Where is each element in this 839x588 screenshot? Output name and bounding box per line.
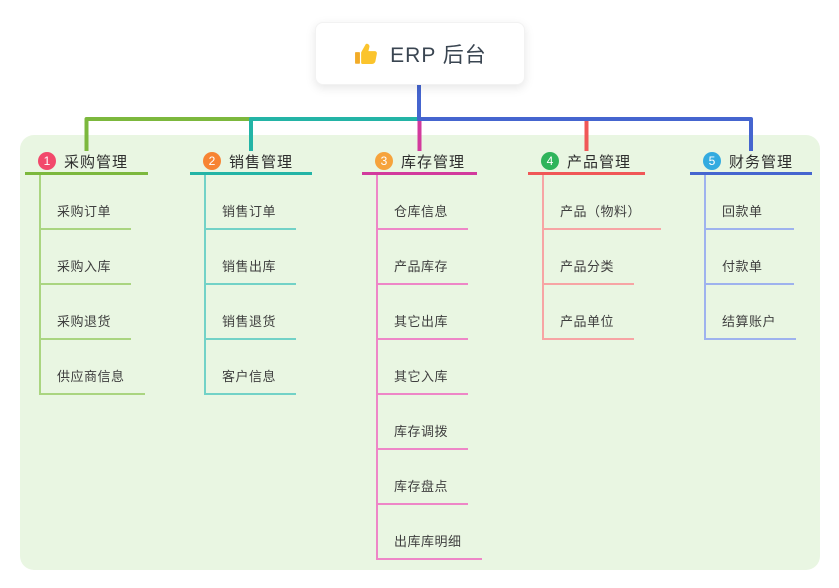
child-node[interactable]: 销售出库 [206, 230, 297, 285]
child-node-label: 结算账户 [722, 314, 777, 329]
child-node[interactable]: 回款单 [706, 175, 794, 230]
child-node-label: 销售退货 [222, 314, 277, 329]
child-node-label: 产品单位 [560, 314, 615, 329]
child-node[interactable]: 其它入库 [378, 340, 469, 395]
branch-node[interactable]: 2 销售管理 [190, 150, 312, 175]
branch-label: 财务管理 [729, 153, 794, 171]
child-node[interactable]: 仓库信息 [378, 175, 469, 230]
child-node-label: 销售订单 [222, 204, 277, 219]
child-node[interactable]: 销售订单 [206, 175, 297, 230]
child-node-label: 库存盘点 [394, 479, 449, 494]
branch-label: 采购管理 [64, 153, 129, 171]
child-node-label: 采购入库 [57, 259, 112, 274]
child-node-label: 采购退货 [57, 314, 112, 329]
child-node-label: 产品库存 [394, 259, 449, 274]
branch-number-badge: 1 [38, 152, 56, 170]
branch-4: 4 产品管理 产品（物料） 产品分类 产品单位 [528, 150, 662, 340]
branch-label: 库存管理 [401, 153, 466, 171]
branch-3: 3 库存管理 仓库信息 产品库存 其它出库 其它入库 库存调拨 库存盘点 出库库… [362, 150, 482, 560]
child-node[interactable]: 采购入库 [41, 230, 132, 285]
branch-children: 仓库信息 产品库存 其它出库 其它入库 库存调拨 库存盘点 出库库明细 [376, 175, 482, 560]
child-node-label: 其它入库 [394, 369, 449, 384]
branch-number-badge: 3 [375, 152, 393, 170]
branch-node[interactable]: 5 财务管理 [690, 150, 812, 175]
branch-5: 5 财务管理 回款单 付款单 结算账户 [690, 150, 812, 340]
branch-node[interactable]: 4 产品管理 [528, 150, 645, 175]
child-node[interactable]: 销售退货 [206, 285, 297, 340]
child-node-label: 产品（物料） [560, 204, 642, 219]
child-node-label: 其它出库 [394, 314, 449, 329]
branch-1: 1 采购管理 采购订单 采购入库 采购退货 供应商信息 [25, 150, 148, 395]
child-node[interactable]: 产品（物料） [544, 175, 662, 230]
child-node[interactable]: 产品单位 [544, 285, 635, 340]
child-node[interactable]: 出库库明细 [378, 505, 482, 560]
child-node-label: 出库库明细 [394, 534, 462, 549]
child-node-label: 采购订单 [57, 204, 112, 219]
branch-children: 产品（物料） 产品分类 产品单位 [542, 175, 662, 340]
child-node[interactable]: 结算账户 [706, 285, 797, 340]
branch-number-badge: 2 [203, 152, 221, 170]
child-node-label: 仓库信息 [394, 204, 449, 219]
root-node-label: ERP 后台 [390, 43, 487, 67]
child-node-label: 产品分类 [560, 259, 615, 274]
child-node-label: 付款单 [722, 259, 763, 274]
child-node-label: 供应商信息 [57, 369, 125, 384]
branch-children: 销售订单 销售出库 销售退货 客户信息 [204, 175, 312, 395]
child-node[interactable]: 产品库存 [378, 230, 469, 285]
child-node[interactable]: 库存盘点 [378, 450, 469, 505]
thumbs-up-icon [355, 43, 378, 64]
branch-children: 回款单 付款单 结算账户 [704, 175, 812, 340]
branch-label: 产品管理 [567, 153, 632, 171]
child-node-label: 销售出库 [222, 259, 277, 274]
branch-number-badge: 4 [541, 152, 559, 170]
branch-children: 采购订单 采购入库 采购退货 供应商信息 [39, 175, 148, 395]
child-node[interactable]: 采购订单 [41, 175, 132, 230]
branch-node[interactable]: 3 库存管理 [362, 150, 477, 175]
child-node[interactable]: 供应商信息 [41, 340, 145, 395]
child-node[interactable]: 客户信息 [206, 340, 297, 395]
branch-number-badge: 5 [703, 152, 721, 170]
branch-2: 2 销售管理 销售订单 销售出库 销售退货 客户信息 [190, 150, 312, 395]
child-node[interactable]: 库存调拨 [378, 395, 469, 450]
child-node-label: 回款单 [722, 204, 763, 219]
child-node[interactable]: 付款单 [706, 230, 794, 285]
child-node[interactable]: 产品分类 [544, 230, 635, 285]
child-node-label: 客户信息 [222, 369, 277, 384]
child-node-label: 库存调拨 [394, 424, 449, 439]
branch-node[interactable]: 1 采购管理 [25, 150, 148, 175]
branch-label: 销售管理 [229, 153, 294, 171]
child-node[interactable]: 采购退货 [41, 285, 132, 340]
child-node[interactable]: 其它出库 [378, 285, 469, 340]
branches-panel-background [20, 135, 820, 570]
